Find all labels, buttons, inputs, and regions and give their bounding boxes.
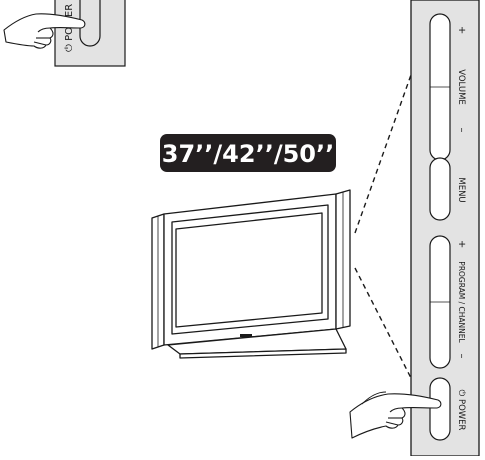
hand-icon (3, 13, 86, 49)
top-power-button[interactable] (79, 0, 101, 47)
tv-icon (151, 189, 351, 359)
volume-minus-label: – (456, 128, 467, 133)
volume-label: VOLUME (456, 69, 466, 105)
power-label: ⏻ POWER (456, 390, 467, 431)
top-control-panel: ⏻ POWER (54, 0, 126, 67)
program-plus-label: + (456, 240, 467, 248)
size-badge-label: 37’’/42’’/50’’ (162, 140, 334, 168)
volume-plus-label: + (456, 26, 467, 34)
leader-line-top (354, 71, 413, 234)
tv-stand-base (179, 348, 347, 359)
leader-line-bottom (354, 267, 413, 381)
tv-logo (240, 334, 252, 337)
tv-screen (175, 212, 323, 328)
leader-lines (354, 71, 413, 381)
power-button[interactable] (429, 377, 451, 441)
menu-button[interactable] (429, 157, 451, 221)
size-badge: 37’’/42’’/50’’ (160, 134, 336, 172)
hand-icon (349, 391, 442, 439)
program-channel-label: PROGRAM / CHANNEL (457, 261, 466, 343)
menu-label: MENU (456, 177, 466, 202)
side-control-panel: + VOLUME – MENU + PROGRAM / CHANNEL – ⏻ … (410, 0, 480, 457)
program-minus-label: – (456, 354, 467, 359)
